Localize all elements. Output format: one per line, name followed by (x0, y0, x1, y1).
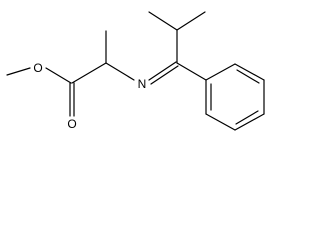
bond-carbonyl-to-alpha-carbon (71, 62, 107, 84)
ring-bond-5 (205, 113, 236, 131)
bond-imine-double-a (148, 61, 177, 81)
methoxy-oxygen-label: O (33, 61, 42, 75)
ring-bond-4 (234, 113, 265, 131)
bond-imine-double-b (150, 65, 179, 85)
structure-drawing: O O N (6, 11, 265, 131)
bond-alpha-carbon-to-nitrogen (105, 62, 135, 81)
bond-isopropyl-methyl-right (176, 11, 206, 31)
bond-imine-carbon-to-phenyl (176, 62, 207, 81)
phenyl-ring (205, 63, 265, 131)
imine-nitrogen-label: N (138, 77, 147, 91)
ring-inner-double-2 (235, 110, 259, 125)
bond-ester-oxygen-to-carbonyl-carbon (45, 67, 72, 84)
bond-isopropyl-methyl-left (148, 11, 178, 31)
carbonyl-oxygen-label: O (67, 117, 76, 131)
bond-methyl-to-ester-oxygen (6, 67, 31, 76)
ring-inner-double-1 (236, 69, 260, 84)
molecule-structure-diagram: O O N (6, 11, 265, 131)
ring-bond-1 (205, 63, 236, 81)
ring-bond-2 (234, 63, 265, 81)
